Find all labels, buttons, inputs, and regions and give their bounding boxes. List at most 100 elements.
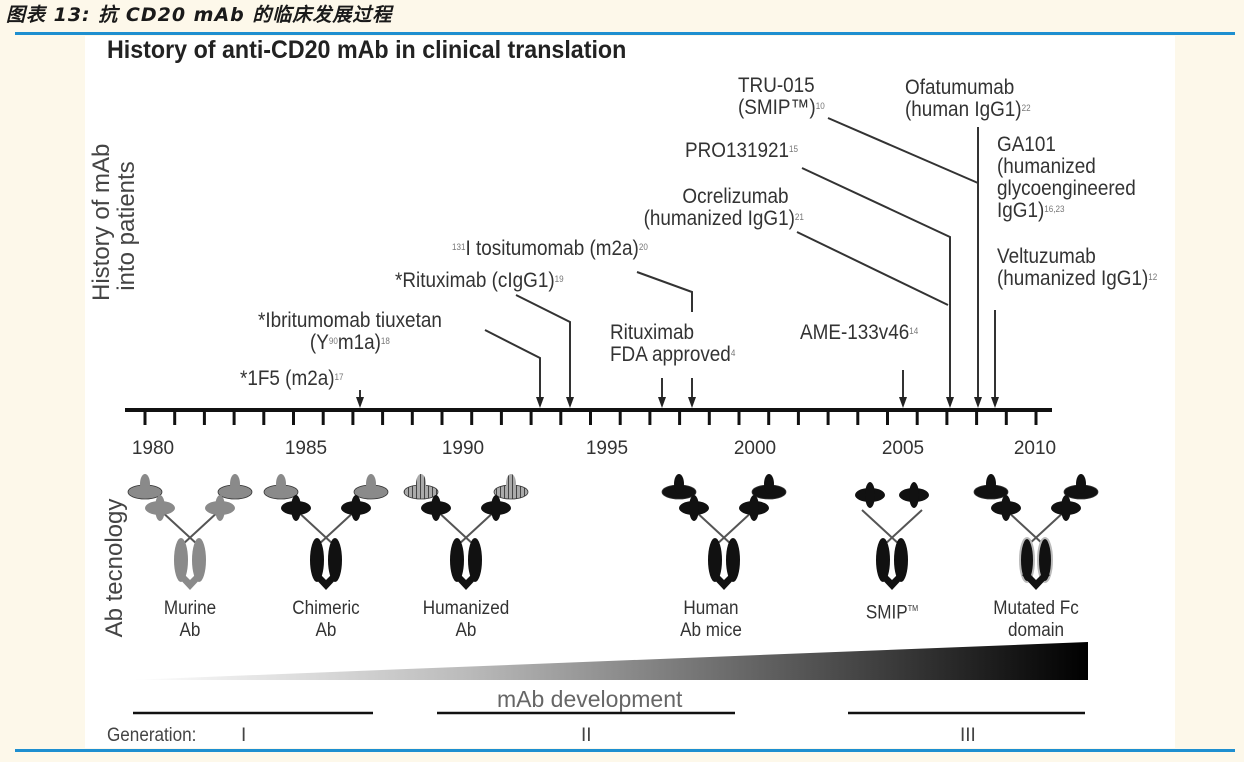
antibody-chimeric-icon — [263, 474, 389, 590]
ab-label-line: Ab — [179, 620, 201, 641]
event-sub: (Y — [309, 331, 329, 354]
arrow-head — [536, 397, 544, 408]
arrow-head — [658, 397, 666, 408]
antibody-human-icon — [661, 474, 787, 590]
leader-pro131921 — [801, 167, 951, 404]
leader-ocrelizumab — [796, 231, 949, 306]
event-rituximab-cigg1: *Rituximab (cIgG1)19 — [395, 270, 564, 292]
ab-label-line: Ab — [315, 620, 337, 641]
event-sub: (humanized IgG1) — [643, 207, 795, 230]
arrow-head — [991, 397, 999, 408]
event-name: Rituximab — [610, 321, 695, 344]
year-label: 1980 — [131, 438, 175, 459]
event-name: Ofatumumab — [905, 76, 1015, 99]
leader-tru015 — [827, 117, 979, 184]
event-sub: (humanized IgG1) — [997, 267, 1149, 290]
event-name: *Ibritumomab tiuxetan — [258, 309, 442, 332]
year-label: 1990 — [441, 438, 485, 459]
generation-1: I — [241, 725, 247, 746]
generation-3: III — [960, 725, 976, 746]
leader-rituximab-cigg1 — [515, 294, 571, 404]
event-name: I tositumomab (m2a) — [465, 237, 639, 260]
event-rituximab-fda: Rituximab FDA approved4 — [610, 322, 735, 366]
antibody-smip-icon — [855, 482, 929, 590]
history-label-line1: History of mAb — [88, 143, 115, 301]
event-name: *Rituximab (cIgG1) — [395, 269, 555, 292]
generation-2: II — [581, 725, 592, 746]
top-rule — [15, 32, 1235, 35]
event-ocrelizumab: Ocrelizumab (humanized IgG1)21 — [644, 185, 804, 230]
event-ofatumumab: Ofatumumab (human IgG1)22 — [905, 77, 1031, 121]
event-tru015: TRU-015 (SMIP™)10 — [738, 75, 825, 119]
event-ref: 20 — [638, 242, 648, 252]
event-sub: (human IgG1) — [905, 98, 1022, 121]
ab-label-line: SMIP — [865, 602, 908, 624]
event-1f5: *1F5 (m2a)17 — [240, 368, 344, 390]
event-pro131921: PRO13192115 — [685, 140, 798, 162]
trademark: TM — [907, 604, 919, 613]
event-ref: 19 — [554, 274, 564, 284]
antibody-humanized-icon — [403, 474, 529, 590]
event-ibritumomab: *Ibritumomab tiuxetan (Y90m1a)18 — [258, 310, 442, 354]
arrow-head — [899, 397, 907, 408]
tech-row-label: Ab tecnology — [101, 498, 128, 638]
event-sub3: IgG1) — [997, 199, 1045, 222]
event-sub-rest: m1a) — [337, 331, 381, 354]
arrow-head — [688, 397, 696, 408]
event-name: Veltuzumab — [997, 245, 1096, 268]
event-ref: 4 — [730, 348, 736, 358]
arrow-head — [946, 397, 954, 408]
event-ref: 14 — [909, 326, 919, 336]
event-sub2: glycoengineered — [997, 177, 1136, 200]
event-name: AME-133v46 — [800, 321, 910, 344]
year-label: 2000 — [733, 438, 777, 459]
event-name: GA101 — [997, 133, 1056, 156]
event-name: Ocrelizumab — [682, 185, 789, 208]
arrow-head — [974, 397, 982, 408]
figure-image — [85, 36, 1175, 748]
ab-label-line: Human — [683, 598, 739, 619]
event-isotope: 131 — [452, 242, 466, 252]
event-isotope: 90 — [328, 336, 338, 346]
event-name: TRU-015 — [738, 74, 815, 97]
bottom-rule — [15, 749, 1235, 752]
ab-label-line: Chimeric — [292, 598, 360, 619]
event-ga101: GA101 (humanized glycoengineered IgG1)16… — [997, 134, 1136, 222]
ab-label-smip: SMIPTM — [866, 598, 918, 624]
year-label: 2005 — [881, 438, 925, 459]
event-ref: 10 — [815, 101, 825, 111]
development-wedge — [130, 642, 1088, 680]
event-sub: FDA approved — [610, 343, 731, 366]
event-ref: 21 — [794, 212, 804, 222]
ab-label-line: Mutated Fc — [993, 598, 1079, 619]
event-name: *1F5 (m2a) — [240, 367, 335, 390]
figure-caption: 图表 13: 抗 CD20 mAb 的临床发展过程 — [6, 4, 393, 26]
event-ref: 17 — [334, 372, 344, 382]
development-label: mAb development — [497, 686, 683, 712]
event-veltuzumab: Veltuzumab (humanized IgG1)12 — [997, 246, 1157, 290]
event-ame133v: AME-133v4614 — [800, 322, 918, 344]
event-ref: 15 — [789, 144, 799, 154]
year-label: 1995 — [585, 438, 629, 459]
leader-ibritumomab — [484, 329, 541, 404]
antibody-murine-icon — [127, 474, 253, 590]
ab-label-line: domain — [1007, 620, 1065, 641]
event-name: PRO131921 — [685, 139, 790, 162]
ab-label-line: Ab mice — [680, 620, 742, 641]
event-sub: (SMIP™) — [738, 96, 816, 119]
ab-label-line: Murine — [163, 598, 217, 619]
event-ref: 12 — [1148, 272, 1158, 282]
event-ref: 16,23 — [1044, 204, 1065, 214]
history-row-label: History of mAb into patients — [88, 143, 141, 301]
year-label: 1985 — [284, 438, 328, 459]
ab-label-line: Humanized — [422, 598, 510, 619]
event-ref: 18 — [380, 336, 390, 346]
history-label-line2: into patients — [113, 161, 140, 291]
arrow-head — [356, 397, 364, 408]
